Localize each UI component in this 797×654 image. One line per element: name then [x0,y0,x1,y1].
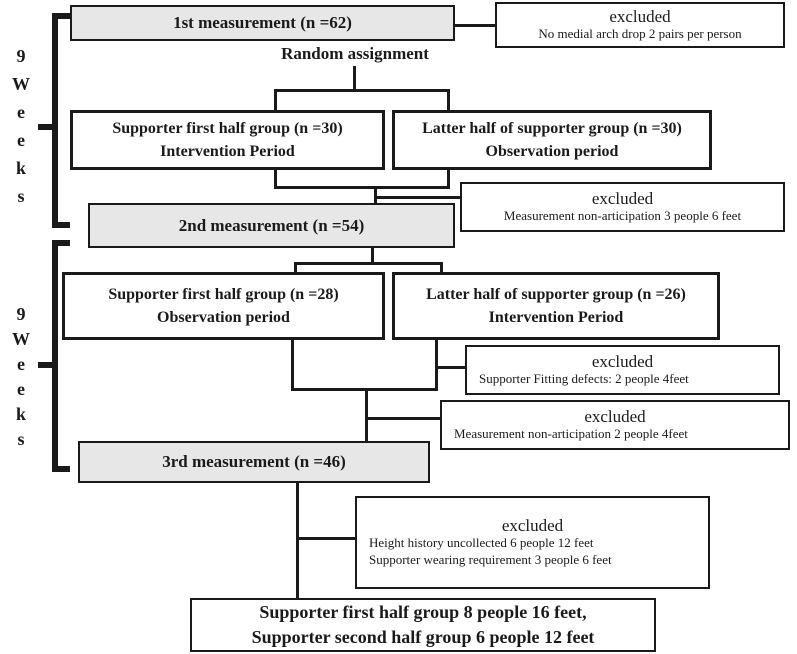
connector-split-1-right [447,89,450,111]
excluded-5-title: excluded [501,515,564,535]
excluded-1-title: excluded [609,6,671,26]
excluded-5-reason-2: Supporter wearing requirement 3 people 6… [369,552,612,568]
bracket-1-bottom-tick [52,222,70,228]
box-1st-measurement: 1st measurement (n =62) [70,5,455,41]
bracket-1-mid-tick [38,124,52,130]
connector-to-ex3 [437,366,465,369]
final-result-line2: Supporter second half group 6 people 12 … [251,627,595,647]
excluded-3-reason: Supporter Fitting defects: 2 people 4fee… [479,371,689,387]
box-2nd-measurement: 2nd measurement (n =54) [88,203,455,248]
connector-split-1-left [274,89,277,111]
group2-left-line2: Observation period [157,309,290,326]
bracket-2-mid-tick [38,362,52,368]
connector-merge-1 [274,186,450,189]
connector-split-2-left [294,262,297,274]
bracket-2-vertical [52,240,58,472]
connector-m2-down [371,246,374,264]
bracket-2-bottom-tick [52,466,70,472]
connector-m1-ex1 [455,24,495,27]
final-result-line1: Supporter first half group 8 people 16 f… [259,601,587,622]
connector-merge-2-down [365,388,368,443]
box-group2-left: Supporter first half group (n =28) Obser… [62,272,385,340]
box-3rd-measurement: 3rd measurement (n =46) [78,441,430,483]
box-excluded-1: excluded No medial arch drop 2 pairs per… [495,2,785,48]
connector-m3-down [296,481,299,600]
group1-left-line1: Supporter first half group (n =30) [112,119,343,137]
box-final-result: Supporter first half group 8 people 16 f… [190,598,656,652]
group1-left-line2: Intervention Period [160,143,295,160]
box-excluded-3: excluded Supporter Fitting defects: 2 pe… [465,345,780,395]
box-group2-right: Latter half of supporter group (n =26) I… [392,272,720,340]
bracket-1-vertical [52,13,58,228]
box-group1-right: Latter half of supporter group (n =30) O… [392,110,712,170]
excluded-5-reason-1: Height history uncollected 6 people 12 f… [369,535,594,551]
box-1st-measurement-label: 1st measurement (n =62) [173,13,352,32]
connector-split-1 [274,89,450,92]
connector-split-2 [294,262,443,265]
box-2nd-measurement-label: 2nd measurement (n =54) [178,215,365,235]
excluded-4-title: excluded [584,406,646,426]
connector-merge-1-down [374,186,377,205]
connector-to-ex2 [375,196,460,199]
box-excluded-4: excluded Measurement non-articipation 2 … [440,400,790,450]
excluded-4-reason: Measurement non-articipation 2 people 4f… [454,426,688,442]
box-3rd-measurement-label: 3rd measurement (n =46) [162,452,346,471]
group2-left-line1: Supporter first half group (n =28) [108,285,339,303]
excluded-2-reason: Measurement non-articipation 3 people 6 … [503,208,742,224]
box-group1-left: Supporter first half group (n =30) Inter… [70,110,385,170]
excluded-1-reason: No medial arch drop 2 pairs per person [538,26,742,42]
connector-g1a-down [274,168,277,188]
connector-to-ex5 [297,537,355,540]
excluded-2-title: excluded [591,188,654,208]
week-label-2: 9 W e e k s [12,304,30,449]
bracket-2-top-tick [52,240,70,246]
group2-right-line1: Latter half of supporter group (n =26) [426,285,686,303]
connector-merge-2 [291,388,438,391]
connector-random-down [353,66,356,92]
random-assignment-label: Random assignment [281,44,429,63]
connector-g2b-down [435,338,438,390]
week-label-1: 9 W e e k s [12,46,30,206]
connector-g2a-down [291,338,294,390]
excluded-3-title: excluded [591,351,654,371]
connector-to-ex4 [366,417,442,420]
bracket-1-top-tick [52,13,70,19]
group1-right-line1: Latter half of supporter group (n =30) [422,119,682,137]
connector-g1b-down [447,168,450,188]
box-excluded-5: excluded Height history uncollected 6 pe… [355,496,710,589]
group2-right-line2: Intervention Period [488,309,624,326]
box-excluded-2: excluded Measurement non-articipation 3 … [460,182,785,232]
group1-right-line2: Observation period [485,143,619,160]
connector-split-2-right [440,262,443,274]
